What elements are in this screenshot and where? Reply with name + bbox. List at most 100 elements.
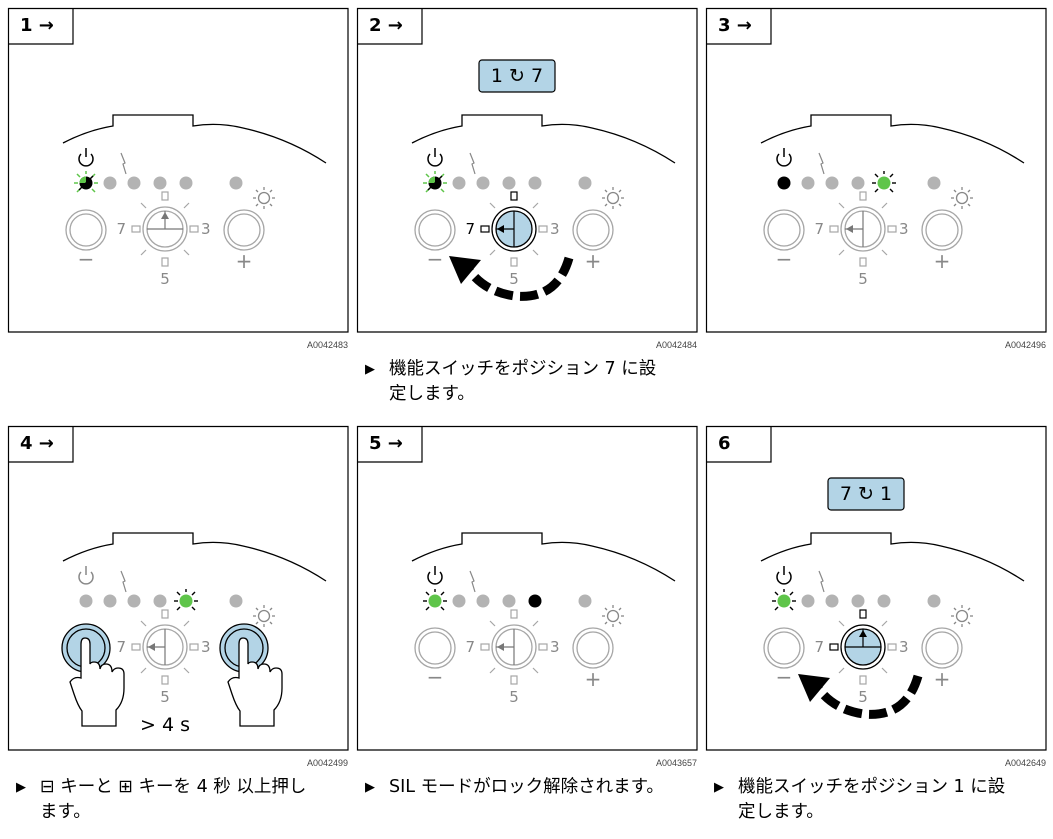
step-panel-3: − + 7 3 5 3 → A0042496 [705,7,1047,353]
led-power [423,171,447,193]
dial-label-3: 3 [201,638,211,656]
dial-label-7: 7 [814,638,824,656]
rotation-arrow [449,256,574,301]
device-diagram: − + 7 3 5 [705,7,1047,333]
led [502,594,516,608]
figure-code: A0042499 [306,758,348,768]
led [578,176,592,190]
led [153,594,167,608]
sun-icon [602,605,624,627]
device-front: − + 7 3 5 [411,114,676,288]
rotation-badge: 7 ↻ 1 [827,477,905,511]
minus-key-label: − [427,665,444,689]
figure-code: A0042496 [1004,340,1046,350]
led [801,594,815,608]
minus-key[interactable] [763,627,805,669]
minus-key[interactable] [414,209,456,251]
function-dial[interactable] [829,609,897,685]
dial-label-7: 7 [465,638,475,656]
figure-code: A0042484 [655,340,697,350]
device-diagram: − + 7 3 5 [7,7,349,333]
caption-text: ⊟ キーと ⊞ キーを 4 秒 以上押します。 [40,777,307,822]
led [179,176,193,190]
device-diagram: − + 7 3 5 [356,425,698,751]
led [452,594,466,608]
function-dial[interactable] [131,609,199,685]
step-panel-4: 7 3 5 > 4 s 4 → A0042499 [7,425,349,771]
dial-label-7: 7 [116,638,126,656]
plus-key[interactable] [572,627,614,669]
led [103,594,117,608]
step-number: 3 → [718,15,752,36]
dial-label-3: 3 [550,638,560,656]
fault-icon [120,152,127,175]
finger-right-icon [227,637,283,727]
led [851,176,865,190]
press-duration-label: > 4 s [140,714,190,736]
minus-key[interactable] [763,209,805,251]
plus-key-label: + [585,667,602,691]
dial-label-7: 7 [465,220,475,238]
sun-icon [951,187,973,209]
led [103,176,117,190]
minus-key-label: − [776,247,793,271]
plus-key[interactable] [921,627,963,669]
led [927,594,941,608]
dial-label-5: 5 [160,688,170,706]
rotation-badge-text: 7 ↻ 1 [840,483,892,505]
power-icon [78,566,94,585]
plus-key[interactable] [921,209,963,251]
device-front: − + 7 3 5 [62,114,327,288]
function-dial[interactable] [829,191,897,267]
dial-label-3: 3 [201,220,211,238]
plus-key-label: + [934,249,951,273]
led-power [772,589,796,611]
caption-text: SIL モードがロック解除されます。 [389,777,664,797]
figure-code: A0042649 [1004,758,1046,768]
fault-icon [469,152,476,175]
device-front: − + 7 3 5 [760,532,1025,706]
minus-key-label: − [427,247,444,271]
device-diagram: 1 ↻ 7 − + [356,7,698,333]
step-number: 4 → [20,433,54,454]
led [825,594,839,608]
led [452,176,466,190]
sun-icon [253,187,275,209]
figure-code: A0043657 [655,758,697,768]
minus-key[interactable] [414,627,456,669]
finger-left-icon [69,637,125,727]
device-front: − + 7 3 5 [760,114,1025,288]
led-green-flashing [872,171,896,193]
dial-label-3: 3 [550,220,560,238]
dial-label-7: 7 [116,220,126,238]
bullet-icon: ▶ [714,780,724,795]
fault-icon [818,570,825,593]
plus-key-label: + [934,667,951,691]
plus-key[interactable] [572,209,614,251]
function-dial[interactable] [480,191,548,267]
led-power [777,176,791,190]
device-diagram: 7 3 5 > 4 s [7,425,349,751]
function-dial[interactable] [131,191,199,267]
minus-key-label: − [78,247,95,271]
plus-key-label: + [585,249,602,273]
step-panel-1: − + 7 3 5 1 → A0042483 [7,7,349,353]
led [801,176,815,190]
function-dial[interactable] [480,609,548,685]
caption-text: 機能スイッチをポジション 7 に設定します。 [389,359,657,404]
minus-key[interactable] [65,209,107,251]
dial-label-3: 3 [899,220,909,238]
caption-text: 機能スイッチをポジション 1 に設定します。 [738,777,1006,822]
figure-code: A0042483 [306,340,348,350]
plus-key-label: + [236,249,253,273]
led [229,176,243,190]
led-green-flashing [174,589,198,611]
led [825,176,839,190]
led [127,176,141,190]
step-number: 2 → [369,15,403,36]
dial-label-5: 5 [858,688,868,706]
bullet-icon: ▶ [16,780,26,795]
plus-key[interactable] [223,209,265,251]
dial-label-5: 5 [858,270,868,288]
device-diagram: 7 ↻ 1 − + [705,425,1047,751]
